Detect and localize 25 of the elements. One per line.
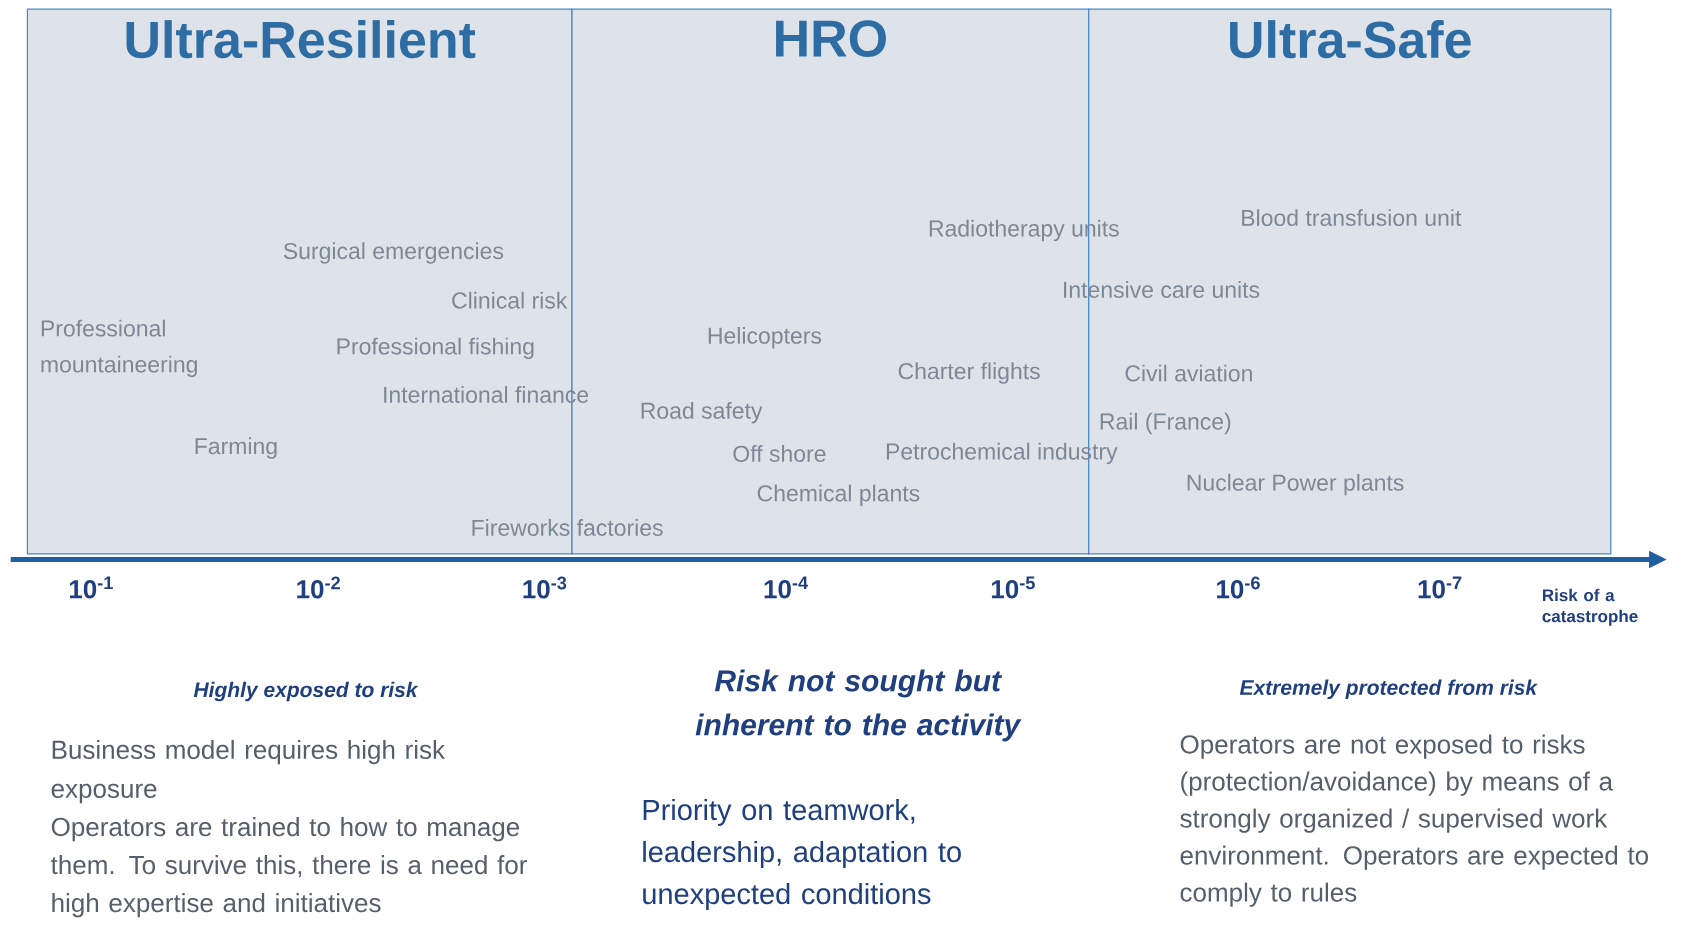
tick-label: 10$^{-5}$ [991,576,1035,599]
activity-label: Civil aviation [1125,364,1252,382]
axis-title: Risk of a catastrophe [1542,588,1638,626]
activity-label: Off shore [733,445,826,462]
activity-label: Clinical risk [452,291,568,309]
description: Operators are trained to how to manage them. To survive this, there is a need for high expertise and initiatives [51,817,527,918]
activity-label: Road safety [641,401,763,424]
activity-label: Fireworks factories [472,519,663,536]
heading: Extremely protected from risk [1239,679,1538,700]
activity-label: Professional mountaineering [41,319,197,378]
activity-label: Blood transfusion unit [1242,209,1462,227]
activity-label: Farming [195,437,277,459]
heading: Risk not sought but inherent to the activity [695,669,1022,742]
heading: Highly exposed to risk [193,681,419,702]
activity-label: Helicopters [708,326,822,349]
activity-label: Chemical plants [757,484,920,506]
activity-label: Rail (France) [1100,412,1231,435]
activity-label: Surgical emergencies [283,242,504,264]
description: Operators are not exposed to risks (protection/avoidance) by means of a strongly organized / supervised work environment. Operators are expected to comply to rules [1180,734,1649,907]
description: Priority on teamwork, leadership, adaptation to unexpected conditions [643,798,961,910]
activity-label: Professional fishing [337,337,534,360]
description: Business model requires high risk exposure [51,739,446,804]
activity-label: Charter flights [898,362,1040,384]
activity-label: Nuclear Power plants [1187,473,1404,496]
tick-label: 10$^{-3}$ [523,576,567,599]
